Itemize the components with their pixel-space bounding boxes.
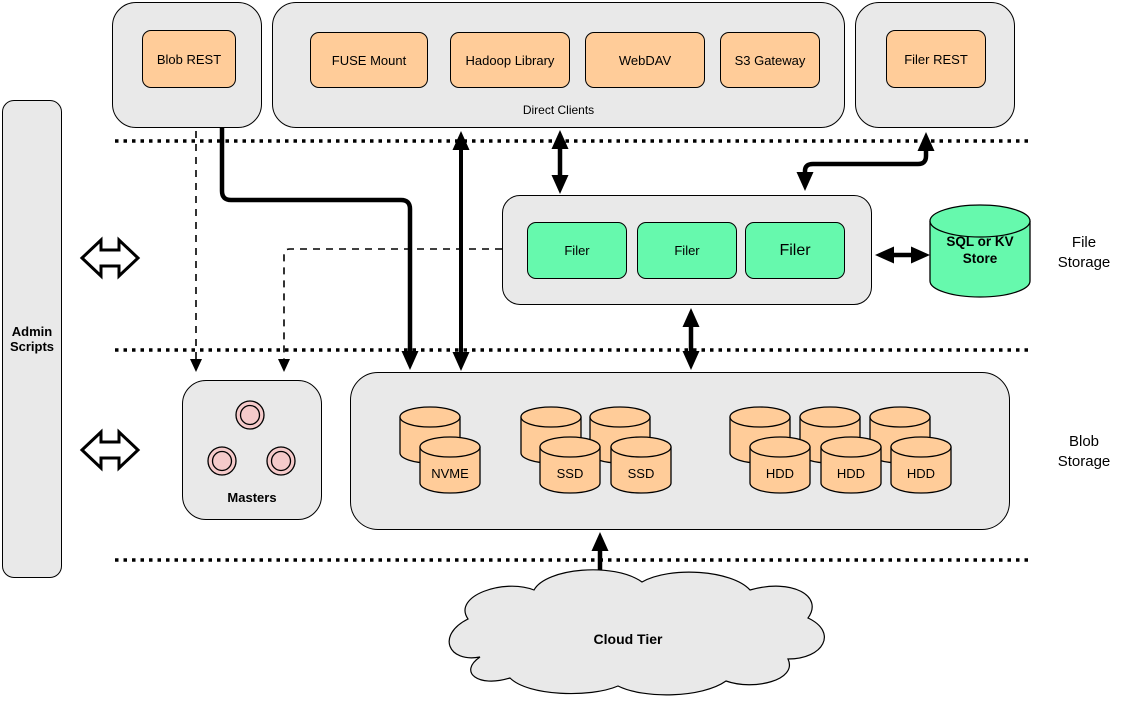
arrow-blobrest-to-masters [190,131,202,372]
arrow-filerrest-filer [796,132,935,191]
file-storage-tier-label: File Storage [1057,234,1111,271]
node-filer-3: Filer [745,222,845,279]
admin-scripts-panel: Admin Scripts [2,100,62,578]
node-filer-2: Filer [637,222,737,279]
admin-file-tier-arrow [79,236,141,280]
arrow-filer-blobstorage [682,308,700,370]
arrow-blobstorage-cloud [591,532,609,592]
hdd-disk-label: HDD [836,466,866,481]
arrow-blobrest-to-blobstorage [219,128,419,370]
hdd-disk-label: HDD [765,466,795,481]
nvme-disk-label: NVME [431,466,469,481]
direct-clients-label: Direct Clients [522,103,595,117]
admin-blob-tier-arrow [79,428,141,472]
arrow-clients-blobstorage [452,131,470,371]
hdd-disk-label: HDD [906,466,936,481]
node-hadoop-library: Hadoop Library [450,32,570,88]
node-fuse-mount: FUSE Mount [310,32,428,88]
masters-group [182,380,322,520]
arrow-filer-sqlstore [875,246,930,264]
ssd-disk-label: SSD [556,466,584,481]
node-s3-gateway: S3 Gateway [720,32,820,88]
node-filer-1: Filer [527,222,627,279]
ssd-disk-label: SSD [627,466,655,481]
sql-kv-store-label: SQL or KV Store [946,234,1014,266]
blob-storage-tier-label: Blob Storage [1057,433,1111,470]
node-blob-rest: Blob REST [142,30,236,88]
admin-scripts-label: Admin Scripts [9,324,55,354]
cloud-tier-label: Cloud Tier [593,631,663,647]
node-filer-rest: Filer REST [886,30,986,88]
arrow-clients-filer [551,130,569,194]
masters-label: Masters [227,490,277,505]
blob-storage-group [350,372,1010,530]
arrow-filer-to-masters [278,248,502,372]
node-webdav: WebDAV [585,32,705,88]
